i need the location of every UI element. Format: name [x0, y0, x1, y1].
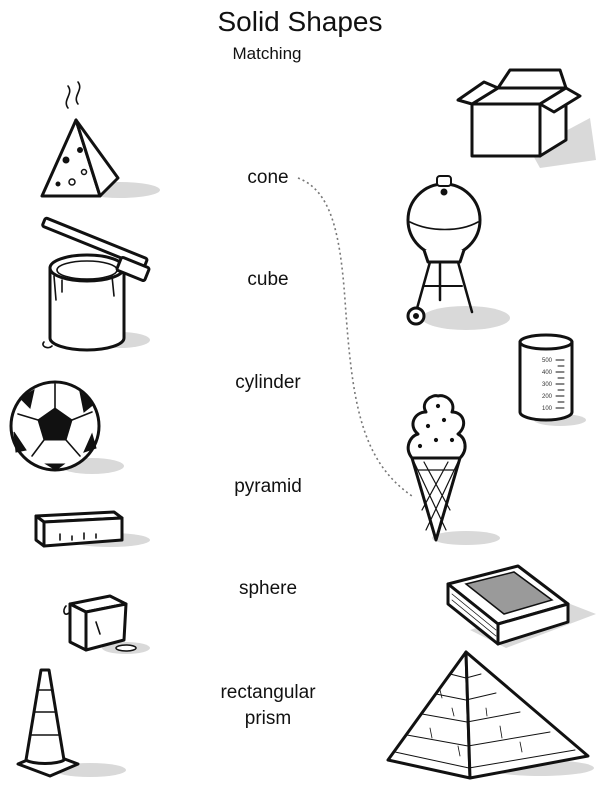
paint-can-picture[interactable] — [41, 216, 151, 352]
kettle-grill-picture[interactable] — [406, 175, 510, 330]
stone-pyramid-picture[interactable] — [386, 650, 594, 780]
word-rectangular-prism[interactable]: rectangular prism — [198, 680, 338, 732]
example-match-line — [297, 177, 413, 497]
soccer-ball-picture[interactable] — [9, 380, 124, 474]
beaker-tick-300: 300 — [542, 382, 553, 388]
beaker-picture[interactable]: 500 400 300 200 100 — [518, 333, 586, 426]
word-rectangular-line1: rectangular — [220, 682, 316, 703]
beaker-tick-500: 500 — [542, 358, 553, 364]
word-rectangular-line2: prism — [244, 708, 292, 729]
cheese-pyramid-picture[interactable] — [40, 81, 160, 198]
eraser-picture[interactable] — [34, 510, 150, 548]
ice-cream-cone-picture[interactable] — [406, 394, 500, 545]
page-title: Solid Shapes — [217, 6, 383, 37]
word-cube[interactable]: cube — [247, 269, 289, 290]
beaker-tick-200: 200 — [542, 394, 553, 400]
book-picture[interactable] — [446, 564, 596, 648]
word-cylinder[interactable]: cylinder — [235, 372, 301, 393]
word-cone[interactable]: cone — [247, 167, 289, 188]
beaker-tick-100: 100 — [542, 406, 553, 412]
page-subtitle: Matching — [232, 44, 302, 63]
word-pyramid[interactable]: pyramid — [234, 476, 302, 497]
word-sphere[interactable]: sphere — [238, 578, 298, 599]
cardboard-box-picture[interactable] — [456, 68, 596, 168]
beaker-tick-400: 400 — [542, 370, 553, 376]
traffic-cone-picture[interactable] — [16, 668, 126, 778]
ice-cube-picture[interactable] — [63, 594, 150, 654]
